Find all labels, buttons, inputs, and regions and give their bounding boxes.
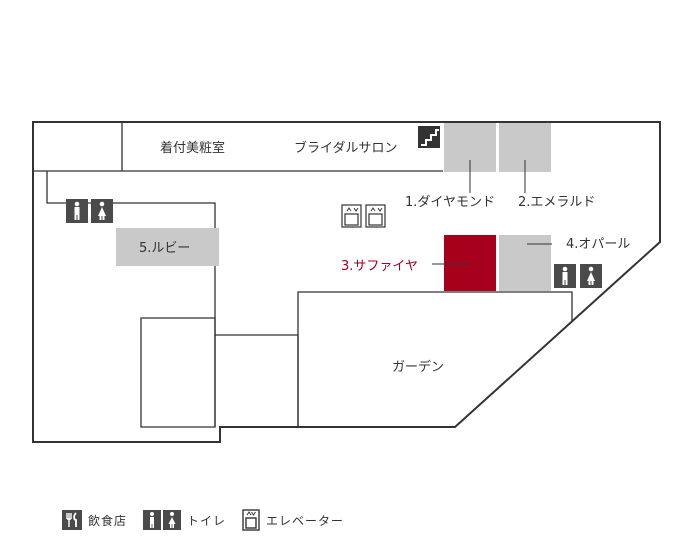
room-label-emerald: 2.エメラルド bbox=[518, 195, 595, 210]
room-opal-block[interactable] bbox=[499, 235, 551, 291]
room-sapphire-block[interactable] bbox=[444, 235, 496, 291]
room-label-bridal-salon: ブライダルサロン bbox=[294, 140, 397, 156]
room-label-garden: ガーデン bbox=[392, 359, 444, 375]
elevator-icon bbox=[365, 204, 386, 228]
leader-lines bbox=[432, 160, 552, 265]
restroom-icon bbox=[143, 510, 182, 530]
room-label-opal: 4.オパール bbox=[566, 237, 630, 252]
restroom-icon bbox=[554, 264, 602, 288]
room-ruby-block[interactable] bbox=[116, 228, 219, 266]
restroom-icon bbox=[66, 199, 113, 223]
stairs-icon bbox=[418, 126, 440, 148]
building-outline bbox=[32, 121, 661, 443]
room-label-kitsuke: 着付美粧室 bbox=[160, 140, 225, 156]
room-label-diamond: 1.ダイヤモンド bbox=[405, 195, 495, 210]
elevator-icon bbox=[242, 509, 260, 531]
elevator-icon bbox=[341, 204, 362, 228]
room-label-sapphire: 3.サファイヤ bbox=[341, 259, 418, 274]
wall-lines bbox=[34, 123, 573, 428]
map-legend: 飲食店 トイレ エレベーター bbox=[62, 508, 360, 532]
restaurant-icon bbox=[62, 510, 82, 530]
legend-label-restaurant: 飲食店 bbox=[88, 513, 128, 528]
legend-label-restroom: トイレ bbox=[187, 513, 227, 528]
room-label-ruby: 5.ルビー bbox=[139, 241, 190, 256]
legend-item-elevator: エレベーター bbox=[242, 509, 344, 531]
legend-item-restaurant: 飲食店 bbox=[62, 510, 127, 530]
legend-item-restroom: トイレ bbox=[143, 510, 226, 530]
legend-label-elevator: エレベーター bbox=[266, 513, 345, 528]
